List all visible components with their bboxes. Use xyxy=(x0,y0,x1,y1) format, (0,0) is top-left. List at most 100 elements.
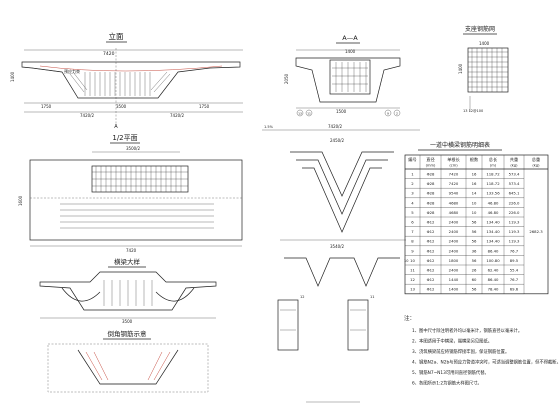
table-cell: 7 xyxy=(411,229,414,234)
end-web-view: 横梁大样 3500 xyxy=(39,257,217,324)
table-cell: Φ28 xyxy=(427,172,435,177)
elevation-dim-right: 1750 xyxy=(199,104,210,109)
table-cell: Φ12 xyxy=(427,268,435,273)
table-header-cell: 单根长 xyxy=(447,156,460,163)
table-cell: 2400 xyxy=(449,248,459,253)
table-cell: 6 xyxy=(411,220,414,225)
table-cell: 56 xyxy=(472,287,477,292)
table-cell: 14 xyxy=(472,191,477,196)
table-cell: Φ28 xyxy=(427,181,435,186)
elevation-title: 立面 xyxy=(109,31,124,41)
elevation-dim-half-r: 7420/2 xyxy=(170,113,185,118)
table-cell: 8 xyxy=(411,239,414,244)
table-cell: Φ12 xyxy=(427,239,435,244)
table-unit-cell: (mm) xyxy=(426,164,436,168)
note-line: 2、本图适用于中横梁，端横梁另见图纸。 xyxy=(412,338,492,345)
table-cell: 26 xyxy=(472,268,477,273)
table-cell: 134.40 xyxy=(486,229,500,234)
section-aa-dim-height: 2050 xyxy=(284,73,289,84)
table-cell: 55.4 xyxy=(510,268,519,273)
elevation-view: 立面 7420 预应力束 1750 3500 1750 7420/2 7420/… xyxy=(10,31,243,130)
table-cell: 86.40 xyxy=(488,248,499,253)
table-cell: 10 xyxy=(472,210,477,215)
table-cell: 62.40 xyxy=(488,268,499,273)
table-cell: 76.7 xyxy=(510,277,519,282)
table-cell: 78.40 xyxy=(488,287,499,292)
table-cell: 573.4 xyxy=(509,172,520,177)
support-rebar-tag: 13 12@100 xyxy=(463,109,483,113)
bent-rebar-slope: 1.5% xyxy=(264,125,274,129)
table-cell: 4680 xyxy=(449,210,459,215)
table-cell: 7420 xyxy=(449,181,459,186)
support-rebar-title: 支座钢筋网 xyxy=(465,25,495,33)
note-line: 5、钢筋N7~N13可用同直径钢筋代替。 xyxy=(412,369,489,376)
notes-title: 注： xyxy=(404,314,415,322)
table-cell: Φ12 xyxy=(427,258,435,263)
table-cell: 119.3 xyxy=(509,229,520,234)
bent-rebar-dim-top: 7420/2 xyxy=(328,124,343,129)
table-cell: 3 xyxy=(411,191,414,196)
bent-rebar-tag-1: 12 xyxy=(300,295,304,299)
support-rebar-view: 支座钢筋网 1400 1400 13 12@100 xyxy=(458,25,509,113)
table-header-cell: 直径 xyxy=(426,156,434,162)
detail-view: 倒角钢筋示意 xyxy=(47,329,209,393)
table-cell: 226.0 xyxy=(509,200,520,205)
table-cell: 2400 xyxy=(449,239,459,244)
table-unit-cell: (cm) xyxy=(449,164,458,168)
elevation-section-mark: A xyxy=(114,124,118,130)
table-header-cell: 总重 xyxy=(532,156,540,162)
table-cell: 2 xyxy=(411,181,414,186)
section-aa-bubble-3: 9 xyxy=(387,112,389,116)
table-cell: 573.4 xyxy=(509,181,520,186)
table-cell: Φ12 xyxy=(427,220,435,225)
plan-half-dim-side: 1600 xyxy=(18,195,23,206)
table-header-cell: 总长 xyxy=(489,156,498,163)
elevation-dim-top: 7420 xyxy=(103,51,115,57)
table-cell: 56 xyxy=(472,239,477,244)
table-cell: 16 xyxy=(472,181,477,186)
table-cell: 12 xyxy=(410,277,415,282)
table-cell: 1 xyxy=(411,172,414,177)
table-cell: 86.40 xyxy=(488,277,499,282)
rebar-table: 一道中横梁钢筋明细表 编号直径(mm)单根长(cm)根数总长(m)共重(kg)总… xyxy=(404,141,549,295)
end-web-title: 横梁大样 xyxy=(114,257,141,266)
table-cell: 69.6 xyxy=(510,287,519,292)
table-cell: 1800 xyxy=(449,258,459,263)
table-cell: Φ12 xyxy=(427,287,435,292)
table-cell: Φ28 xyxy=(427,191,435,196)
table-cell: 134.40 xyxy=(486,239,500,244)
table-cell: 9 xyxy=(411,248,414,253)
table-cell: 56 xyxy=(472,258,477,263)
table-cell: 9540 xyxy=(449,191,459,196)
elevation-note: 预应力束 xyxy=(64,68,80,74)
table-cell: 10 xyxy=(472,200,477,205)
table-cell: 56 xyxy=(472,220,477,225)
table-unit-cell: (kg) xyxy=(510,164,518,168)
table-header-cell: 共重 xyxy=(510,156,518,163)
elevation-dim-left: 1750 xyxy=(41,104,52,109)
table-cell: 118.72 xyxy=(486,181,500,186)
section-aa-bubble-1: 13 xyxy=(298,112,302,116)
table-cell: 1400 xyxy=(449,287,459,292)
table-cell: 645.1 xyxy=(509,191,520,196)
section-aa-bubble-2: 11 xyxy=(307,112,311,116)
table-cell: Φ12 xyxy=(427,277,435,282)
table-header-cell: 根数 xyxy=(470,156,479,163)
table-header-cell: 编号 xyxy=(408,156,416,163)
rebar-table-title: 一道中横梁钢筋明细表 xyxy=(430,141,490,149)
table-cell: 7420 xyxy=(449,172,459,177)
table-cell: Φ12 xyxy=(427,248,435,253)
note-line: 3、浇筑横梁前应将钢筋焊接牢固，保证钢筋位置。 xyxy=(412,348,509,355)
table-cell: 4 xyxy=(411,200,414,205)
section-aa-dim-bottom: 1500 xyxy=(336,109,347,114)
table-cell: Φ28 xyxy=(427,200,435,205)
support-rebar-dim: 1400 xyxy=(479,41,490,46)
table-cell: 1440 xyxy=(449,277,459,282)
table-cell: 13 xyxy=(410,287,415,292)
notes-block: 注： 1、图中尺寸除注明者外均以毫米计，钢筋直径以毫米计。2、本图适用于中横梁，… xyxy=(404,314,560,387)
bent-rebar-dim-mid: 2450/2 xyxy=(330,138,345,143)
table-cell: 4680 xyxy=(449,200,459,205)
bent-rebar-dim-bottom: 3540/2 xyxy=(330,244,345,249)
table-cell: 5 xyxy=(411,210,414,215)
table-cell: 133.56 xyxy=(486,191,500,196)
